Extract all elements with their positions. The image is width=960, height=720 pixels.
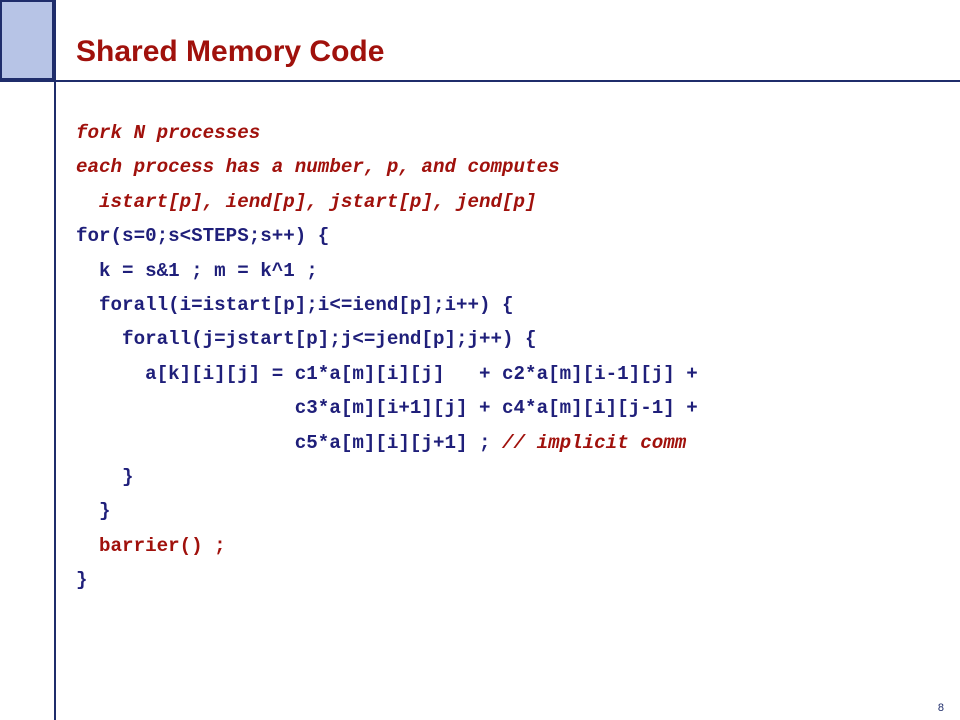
code-line: istart[p], iend[p], jstart[p], jend[p]: [76, 185, 698, 219]
code-line: barrier() ;: [76, 529, 698, 563]
code-line: k = s&1 ; m = k^1 ;: [76, 254, 698, 288]
code-text: }: [76, 500, 111, 523]
frame-horizontal-rule: [0, 80, 960, 82]
code-line: fork N processes: [76, 116, 698, 150]
code-line: }: [76, 460, 698, 494]
code-text: forall(j=jstart[p];j<=jend[p];j++) {: [76, 328, 537, 351]
code-text: }: [76, 465, 134, 488]
code-comment: istart[p], iend[p], jstart[p], jend[p]: [76, 190, 537, 213]
code-line: }: [76, 494, 698, 528]
code-line: c3*a[m][i+1][j] + c4*a[m][i][j-1] +: [76, 391, 698, 425]
page-number: 8: [937, 702, 944, 714]
code-line: a[k][i][j] = c1*a[m][i][j] + c2*a[m][i-1…: [76, 357, 698, 391]
code-line: for(s=0;s<STEPS;s++) {: [76, 219, 698, 253]
code-block: fork N processes each process has a numbe…: [76, 116, 698, 597]
slide-title: Shared Memory Code: [76, 35, 385, 68]
code-comment: fork N processes: [76, 122, 261, 144]
code-text: c3*a[m][i+1][j] + c4*a[m][i][j-1] +: [76, 397, 698, 420]
code-text: k = s&1 ; m = k^1 ;: [76, 259, 318, 282]
code-text: a[k][i][j] = c1*a[m][i][j] + c2*a[m][i-1…: [76, 362, 698, 385]
code-comment: // implicit comm: [502, 431, 687, 454]
code-text: }: [76, 569, 88, 592]
code-text: forall(i=istart[p];i<=iend[p];i++) {: [76, 293, 514, 316]
code-text: for(s=0;s<STEPS;s++) {: [76, 225, 330, 248]
code-line: c5*a[m][i][j+1] ; // implicit comm: [76, 426, 698, 460]
code-comment: each process has a number, p, and comput…: [76, 156, 560, 179]
code-line: forall(i=istart[p];i<=iend[p];i++) {: [76, 288, 698, 322]
code-line: each process has a number, p, and comput…: [76, 150, 698, 184]
code-text: barrier() ;: [76, 534, 226, 557]
frame-vertical-rule: [54, 0, 56, 720]
code-line: }: [76, 563, 698, 597]
corner-decoration: [0, 0, 54, 80]
code-text: c5*a[m][i][j+1] ;: [76, 431, 503, 454]
code-line: forall(j=jstart[p];j<=jend[p];j++) {: [76, 322, 698, 356]
